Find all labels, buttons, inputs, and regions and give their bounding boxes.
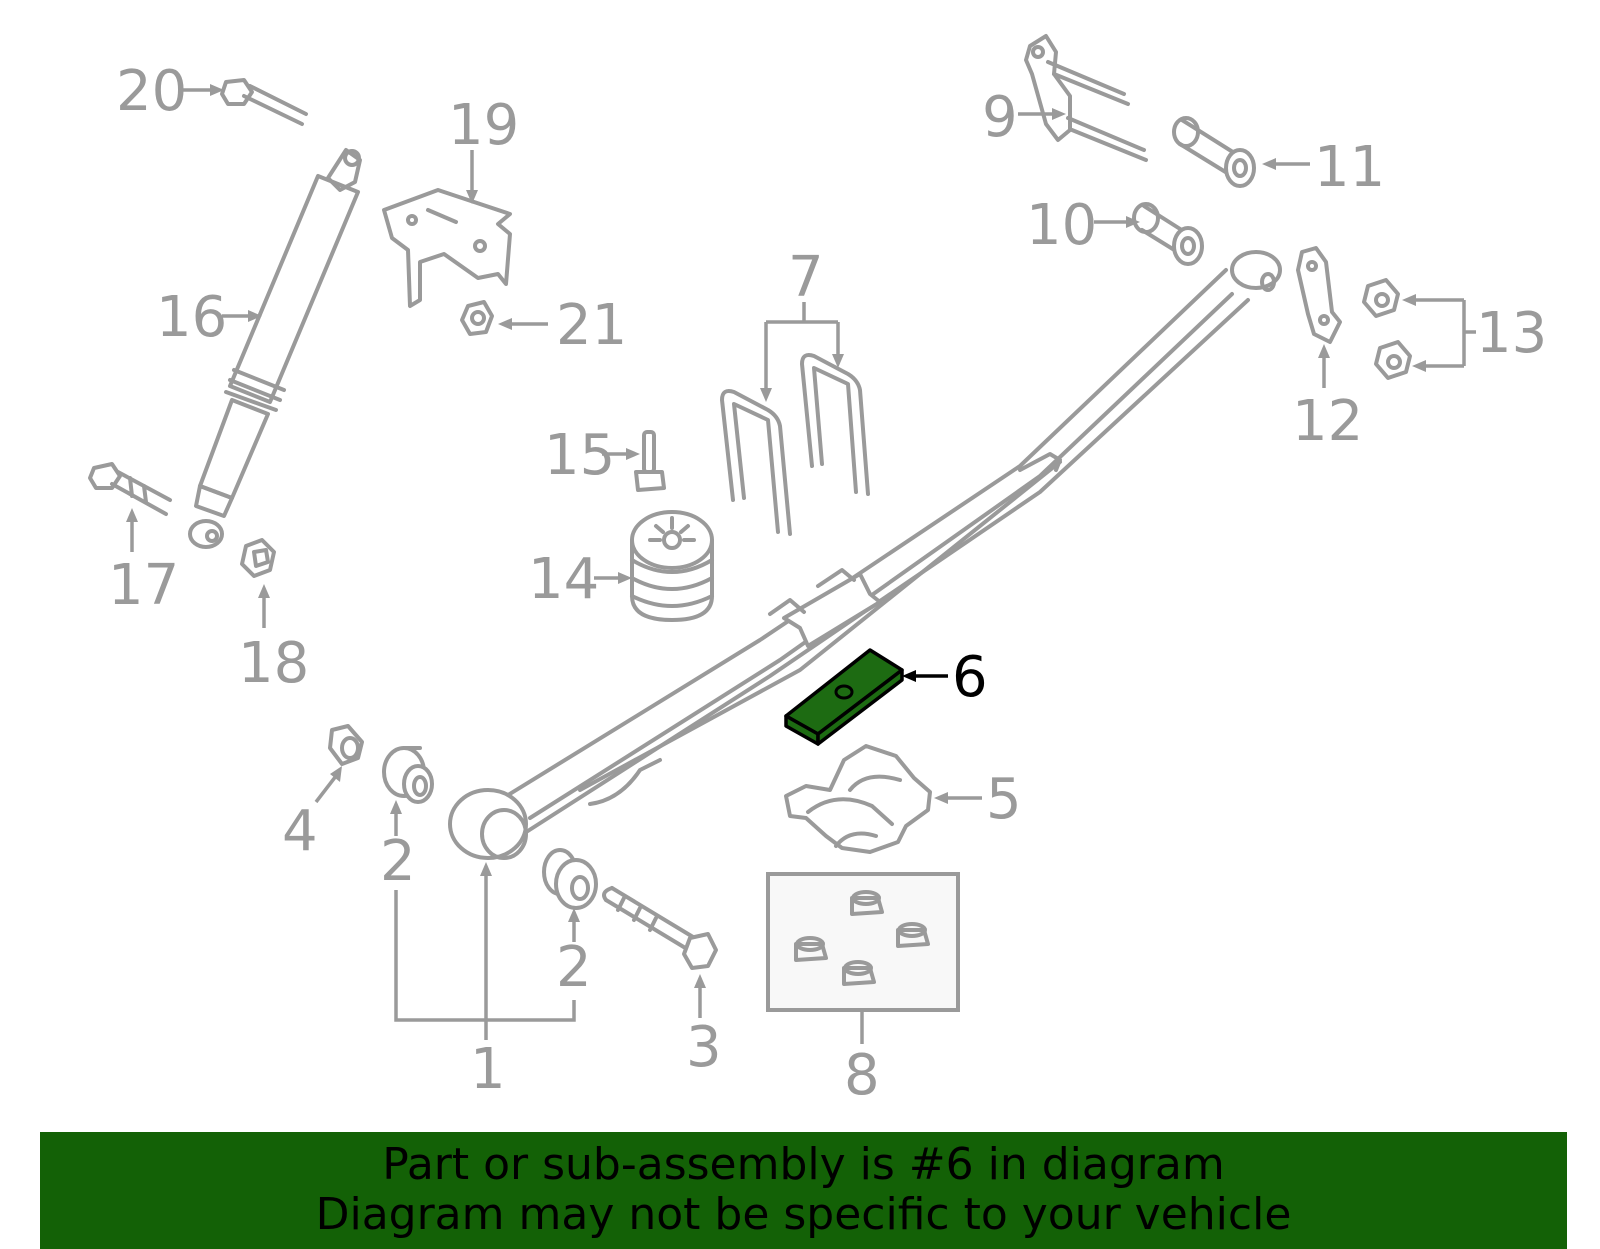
callout-20: 20 [116,59,187,124]
callout-10: 10 [1026,193,1097,258]
callout-2-upper: 2 [380,829,416,894]
nut-part-21[interactable] [460,300,494,336]
callout-19: 19 [448,93,519,158]
nut-part-13-upper[interactable] [1362,278,1400,318]
callout-12: 12 [1292,389,1363,454]
callout-16: 16 [156,285,227,350]
spacer-plate-part-6[interactable] [784,648,904,746]
leaf-spring-part-1[interactable] [448,250,1282,860]
u-bolts-part-7[interactable] [720,353,870,536]
bolt-part-3[interactable] [602,886,718,970]
info-banner: Part or sub-assembly is #6 in diagram Di… [40,1132,1567,1249]
callout-labels: 20 19 16 21 17 18 15 14 7 6 5 4 2 2 1 3 … [108,59,1547,1108]
callout-11: 11 [1314,135,1385,200]
shackle-part-9[interactable] [1024,34,1148,162]
callout-4: 4 [282,799,318,864]
nut-part-13-lower[interactable] [1374,340,1412,380]
callout-15: 15 [544,423,615,488]
banner-line-1: Part or sub-assembly is #6 in diagram [382,1139,1225,1190]
callout-3: 3 [686,1015,722,1080]
callout-21: 21 [556,293,627,358]
callout-2-lower: 2 [556,935,592,1000]
shackle-plate-part-12[interactable] [1296,246,1342,344]
callout-7: 7 [788,245,824,310]
bushing-part-10[interactable] [1132,202,1204,266]
bushing-part-11[interactable] [1172,116,1256,188]
leader-lines [126,84,1476,1044]
banner-line-2: Diagram may not be specific to your vehi… [315,1189,1292,1240]
callout-1: 1 [470,1037,506,1102]
nut-kit-part-8[interactable] [766,872,960,1012]
bolt-part-20[interactable] [220,78,308,126]
jounce-bumper-part-14[interactable] [630,510,714,622]
nut-part-4[interactable] [328,724,364,766]
callout-14: 14 [528,547,599,612]
bushing-part-2-lower[interactable] [542,848,598,910]
bushing-part-2-upper[interactable] [382,746,434,804]
spring-seat-part-5[interactable] [784,744,932,854]
bolt-part-15[interactable] [634,430,666,492]
bracket-part-19[interactable] [382,188,512,308]
bolt-part-17[interactable] [88,462,172,516]
callout-8: 8 [844,1043,880,1108]
callout-9: 9 [982,85,1018,150]
callout-18: 18 [238,631,309,696]
callout-5: 5 [986,767,1022,832]
callout-17: 17 [108,553,179,618]
callout-13: 13 [1476,301,1547,366]
nut-part-18[interactable] [240,538,276,578]
callout-6: 6 [952,645,988,710]
